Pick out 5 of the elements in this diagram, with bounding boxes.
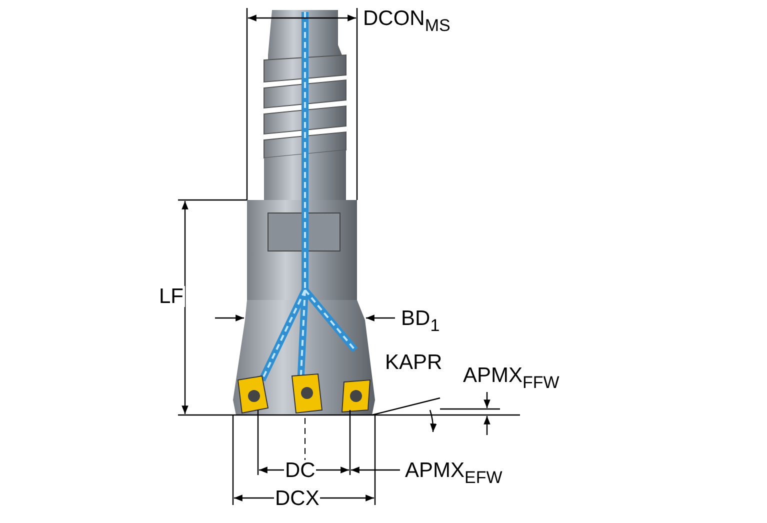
- dimension-label: APMX$_{FFW}$: [462, 365, 560, 391]
- dimension-label: APMX$_{EFW}$: [404, 460, 504, 486]
- dimension-label: DCON$_{MS}$: [362, 8, 452, 34]
- dimension-label: LF: [158, 286, 185, 307]
- dimension-label: BD$_{1}$: [400, 308, 441, 334]
